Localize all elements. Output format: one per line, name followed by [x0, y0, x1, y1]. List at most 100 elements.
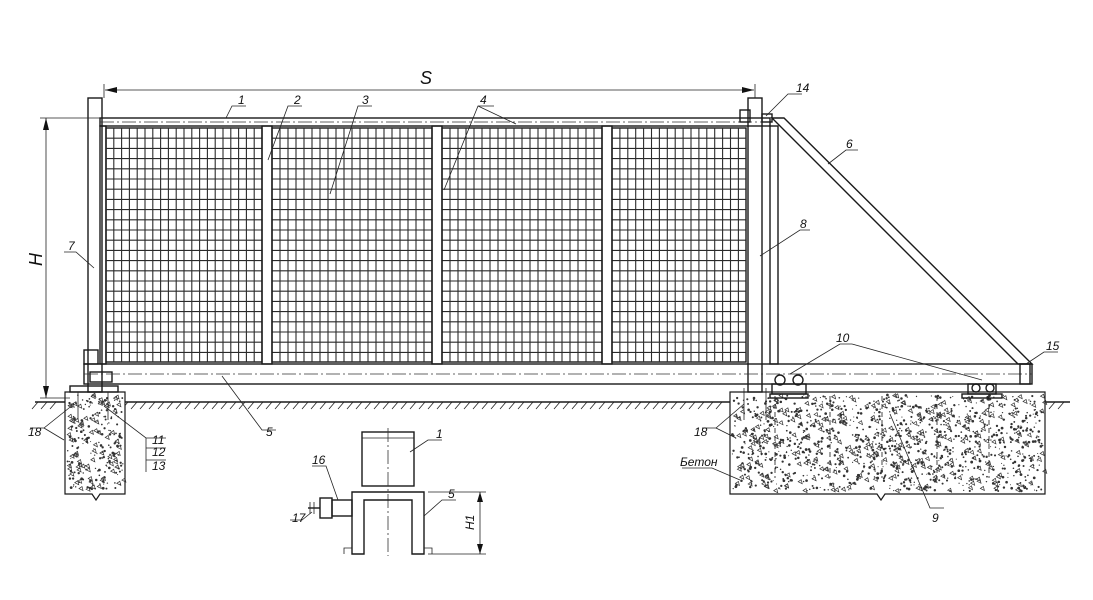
concrete-speck — [961, 474, 963, 476]
concrete-speck — [974, 434, 978, 438]
concrete-speck — [1033, 409, 1036, 411]
concrete-speck — [902, 463, 904, 466]
concrete-aggregate — [904, 426, 911, 433]
concrete-aggregate — [94, 419, 100, 425]
concrete-speck — [876, 472, 880, 476]
concrete-speck — [1010, 450, 1013, 452]
concrete-speck — [75, 430, 78, 433]
concrete-speck — [966, 413, 968, 415]
concrete-speck — [748, 439, 752, 442]
concrete-speck — [873, 476, 876, 478]
concrete-speck — [916, 405, 918, 408]
concrete-aggregate — [1029, 463, 1035, 469]
anchor-bolts — [774, 396, 990, 478]
concrete-speck — [801, 438, 804, 441]
concrete-speck — [902, 481, 905, 483]
concrete-speck — [763, 429, 766, 432]
concrete-speck — [1016, 407, 1019, 410]
concrete-speck — [799, 447, 802, 450]
concrete-speck — [978, 417, 981, 420]
concrete-speck — [906, 396, 909, 398]
ground-hatch-stroke — [553, 401, 561, 410]
concrete-speck — [809, 488, 811, 491]
concrete-speck — [108, 429, 110, 432]
concrete-aggregate — [881, 427, 887, 433]
concrete-speck — [919, 418, 923, 422]
concrete-speck — [794, 457, 797, 460]
concrete-speck — [1038, 441, 1041, 444]
concrete-speck — [790, 449, 792, 452]
concrete-speck — [954, 434, 958, 438]
concrete-speck — [1009, 441, 1012, 444]
section-callout-5: 5 — [448, 487, 455, 501]
concrete-speck — [925, 431, 927, 433]
concrete-speck — [91, 402, 93, 404]
concrete-speck — [929, 473, 931, 476]
concrete-speck — [814, 405, 817, 407]
concrete-aggregate — [841, 421, 847, 427]
concrete-speck — [67, 450, 69, 452]
concrete-speck — [808, 450, 812, 453]
concrete-aggregate — [759, 410, 765, 416]
concrete-speck — [112, 454, 115, 457]
concrete-speck — [933, 416, 935, 418]
concrete-aggregate — [114, 394, 120, 400]
ground-hatch-stroke — [652, 401, 660, 410]
concrete-speck — [841, 461, 844, 463]
concrete-speck — [105, 409, 108, 412]
concrete-speck — [962, 466, 964, 468]
concrete-aggregate — [764, 484, 770, 490]
concrete-speck — [122, 463, 124, 465]
concrete-aggregate — [736, 415, 742, 422]
concrete-speck — [805, 427, 809, 431]
concrete-speck — [762, 446, 765, 450]
concrete-speck — [77, 471, 80, 475]
concrete-speck — [762, 480, 765, 483]
concrete-speck — [118, 400, 121, 403]
concrete-speck — [82, 429, 85, 432]
concrete-aggregate — [937, 401, 943, 408]
concrete-speck — [961, 453, 964, 456]
concrete-speck — [885, 397, 888, 400]
concrete-speck — [967, 469, 970, 471]
concrete-speck — [806, 459, 810, 462]
concrete-aggregate — [975, 476, 981, 482]
concrete-speck — [923, 436, 926, 438]
concrete-aggregate — [1023, 442, 1030, 448]
concrete-speck — [1010, 422, 1013, 426]
concrete-speck — [779, 410, 781, 413]
concrete-speck — [878, 410, 881, 414]
concrete-speck — [106, 461, 109, 464]
concrete-speck — [739, 450, 742, 454]
concrete-aggregate — [75, 464, 81, 470]
concrete-speck — [85, 468, 87, 471]
concrete-speck — [924, 449, 927, 452]
concrete-aggregate — [747, 445, 753, 451]
concrete-aggregate — [1012, 410, 1018, 416]
concrete-aggregate — [805, 412, 812, 419]
concrete-speck — [982, 473, 984, 476]
concrete-speck — [986, 475, 988, 478]
concrete-aggregate — [969, 449, 975, 456]
concrete-speck — [905, 423, 908, 426]
concrete-speck — [1036, 435, 1038, 437]
concrete-speck — [107, 457, 110, 460]
concrete-speck — [781, 460, 784, 463]
concrete-speck — [930, 395, 932, 397]
concrete-speck — [795, 407, 798, 411]
callout-3: 3 — [362, 93, 369, 107]
dimension-h1-label: H1 — [463, 515, 477, 530]
concrete-speck — [825, 417, 827, 419]
concrete-speck — [1033, 426, 1036, 428]
concrete-speck — [1014, 407, 1017, 410]
concrete-speck — [998, 448, 1000, 450]
concrete-aggregate — [869, 453, 876, 459]
concrete-speck — [964, 453, 967, 456]
concrete-aggregate — [963, 435, 969, 441]
concrete-speck — [785, 429, 788, 432]
concrete-speck — [764, 458, 767, 461]
concrete-speck — [743, 440, 746, 444]
concrete-aggregate — [818, 403, 824, 409]
concrete-speck — [889, 435, 892, 438]
concrete-speck — [770, 480, 773, 483]
